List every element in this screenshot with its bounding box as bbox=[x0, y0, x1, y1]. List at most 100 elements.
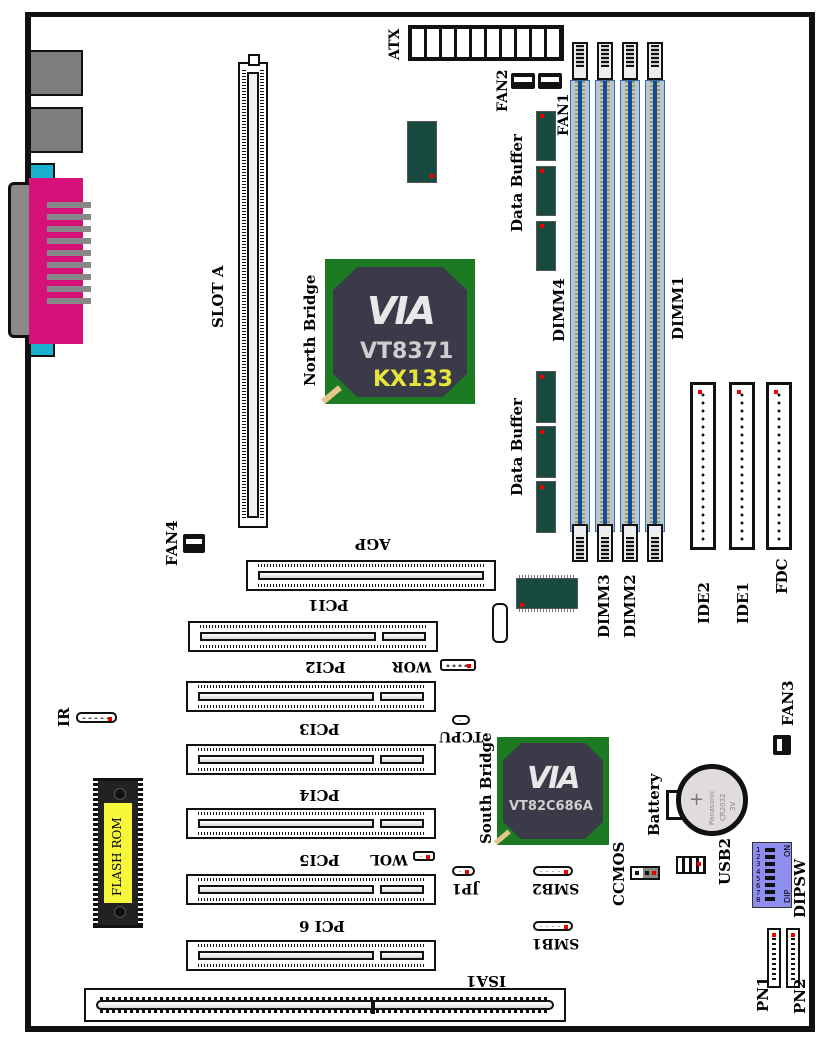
north-bridge-label: North Bridge bbox=[301, 274, 319, 386]
wor-header bbox=[440, 659, 476, 671]
dipsw-label: DIPSW bbox=[791, 859, 809, 918]
dip-position-number: 7 bbox=[756, 889, 761, 898]
ps2-port-bottom bbox=[29, 107, 83, 153]
flash-rom-label: FLASH ROM bbox=[110, 817, 124, 896]
dip-position-number: 6 bbox=[756, 881, 761, 890]
data-buffer-chip-5 bbox=[536, 426, 556, 478]
pn2-header bbox=[786, 928, 800, 988]
dimm2-label: DIMM2 bbox=[621, 574, 639, 638]
pci6-label: PCI 6 bbox=[299, 917, 345, 935]
dimm3-label: DIMM3 bbox=[595, 574, 613, 638]
smb1-label: SMB1 bbox=[532, 935, 580, 951]
smb2-label: SMB2 bbox=[532, 880, 580, 896]
smb2-header bbox=[533, 866, 573, 876]
fan2-label: FAN2 bbox=[495, 69, 511, 112]
dimm4-label: DIMM4 bbox=[550, 278, 568, 342]
pci4-label: PCI4 bbox=[299, 786, 340, 804]
fan2-header bbox=[511, 73, 535, 89]
south-bridge-label: South Bridge bbox=[477, 732, 495, 844]
wor-label: WOR bbox=[392, 658, 432, 674]
pci3-slot bbox=[186, 744, 436, 775]
dip-position-number: 5 bbox=[756, 874, 761, 883]
isa1-slot bbox=[84, 988, 566, 1022]
clock-chip bbox=[407, 121, 437, 183]
data-buffer-chip-3 bbox=[536, 221, 556, 271]
wol-label: WOL bbox=[370, 851, 408, 867]
battery-model: CR2032 bbox=[719, 793, 727, 821]
wol-header bbox=[413, 851, 435, 861]
data-buffer-label-top: Data Buffer bbox=[508, 134, 526, 232]
dip-position-number: 1 bbox=[756, 846, 761, 854]
dip-position-number: 4 bbox=[756, 867, 761, 876]
ide2-label: IDE2 bbox=[695, 582, 713, 624]
fan1-label: FAN1 bbox=[556, 93, 572, 136]
pci5-label: PCI5 bbox=[299, 851, 340, 869]
slot-a-key bbox=[248, 54, 260, 66]
dimm1-label: DIMM1 bbox=[669, 276, 687, 340]
north-bridge-model: VT8371 bbox=[360, 339, 454, 364]
data-buffer-chip-6 bbox=[536, 481, 556, 533]
usb2-label: USB2 bbox=[716, 837, 734, 885]
pci2-slot bbox=[186, 681, 436, 712]
fan3-header bbox=[773, 735, 791, 755]
agp-slot bbox=[246, 560, 496, 591]
tcpu-header bbox=[452, 715, 470, 725]
battery-cell: + Panasonic CR2032 3V bbox=[676, 764, 748, 836]
ide1-header bbox=[729, 382, 755, 550]
fan3-label: FAN3 bbox=[779, 680, 797, 726]
jp1-header bbox=[452, 866, 475, 876]
dimm4-slot bbox=[570, 42, 590, 562]
data-buffer-chip-4 bbox=[536, 371, 556, 423]
atx-label: ATX bbox=[387, 28, 403, 60]
pci5-slot bbox=[186, 874, 436, 905]
via-logo-south: VIA bbox=[527, 761, 581, 796]
smb1-header bbox=[533, 921, 573, 931]
dip-position-number: 8 bbox=[756, 896, 761, 905]
serial-port-frame bbox=[8, 182, 31, 338]
dimm3-slot bbox=[595, 42, 615, 562]
isa1-label: ISA1 bbox=[466, 972, 506, 990]
battery-voltage: 3V bbox=[729, 801, 737, 811]
pn1-header bbox=[767, 928, 781, 988]
ccmos-label: CCMOS bbox=[610, 841, 628, 906]
slot-a-label: SLOT A bbox=[209, 265, 227, 328]
battery-polarity: + bbox=[689, 789, 705, 810]
dip-on-label: ON bbox=[783, 844, 792, 857]
usb2-header bbox=[676, 856, 706, 874]
dip-toggles[interactable] bbox=[765, 848, 775, 904]
data-buffer-label-bottom: Data Buffer bbox=[508, 398, 526, 496]
dip-position-number: 3 bbox=[756, 860, 761, 869]
pn2-label: PN2 bbox=[791, 978, 809, 1014]
parallel-port bbox=[29, 178, 91, 344]
jp1-label: JP1 bbox=[452, 880, 479, 896]
dip-position-number: 2 bbox=[756, 853, 761, 862]
fdc-label: FDC bbox=[773, 558, 791, 594]
pci6-slot bbox=[186, 940, 436, 971]
fan1-header bbox=[538, 73, 562, 89]
fan4-label: FAN4 bbox=[163, 520, 181, 566]
south-bridge-chip: VIA VT82C686A bbox=[493, 737, 609, 845]
ir-label: IR bbox=[55, 707, 73, 727]
fan4-header bbox=[183, 534, 205, 553]
ir-header bbox=[76, 712, 117, 723]
ide1-label: IDE1 bbox=[734, 582, 752, 624]
ide2-header bbox=[690, 382, 716, 550]
pci4-slot bbox=[186, 808, 436, 839]
ccmos-jumper bbox=[630, 866, 660, 880]
pci2-label: PCI2 bbox=[305, 658, 346, 676]
atx-power-connector bbox=[408, 25, 564, 61]
ps2-port-top bbox=[29, 50, 83, 96]
dimm1-slot bbox=[645, 42, 665, 562]
battery-label: Battery bbox=[645, 773, 663, 836]
pci3-label: PCI3 bbox=[299, 720, 340, 738]
pci1-label: PCI1 bbox=[308, 596, 349, 614]
pn1-label: PN1 bbox=[754, 976, 772, 1012]
data-buffer-chip-1 bbox=[536, 111, 556, 161]
data-buffer-chip-2 bbox=[536, 166, 556, 216]
fdc-header bbox=[766, 382, 792, 550]
io-chip bbox=[516, 575, 578, 612]
agp-label: AGP bbox=[355, 535, 391, 553]
north-bridge-name: KX133 bbox=[373, 367, 453, 392]
crystal-oscillator bbox=[492, 603, 508, 643]
